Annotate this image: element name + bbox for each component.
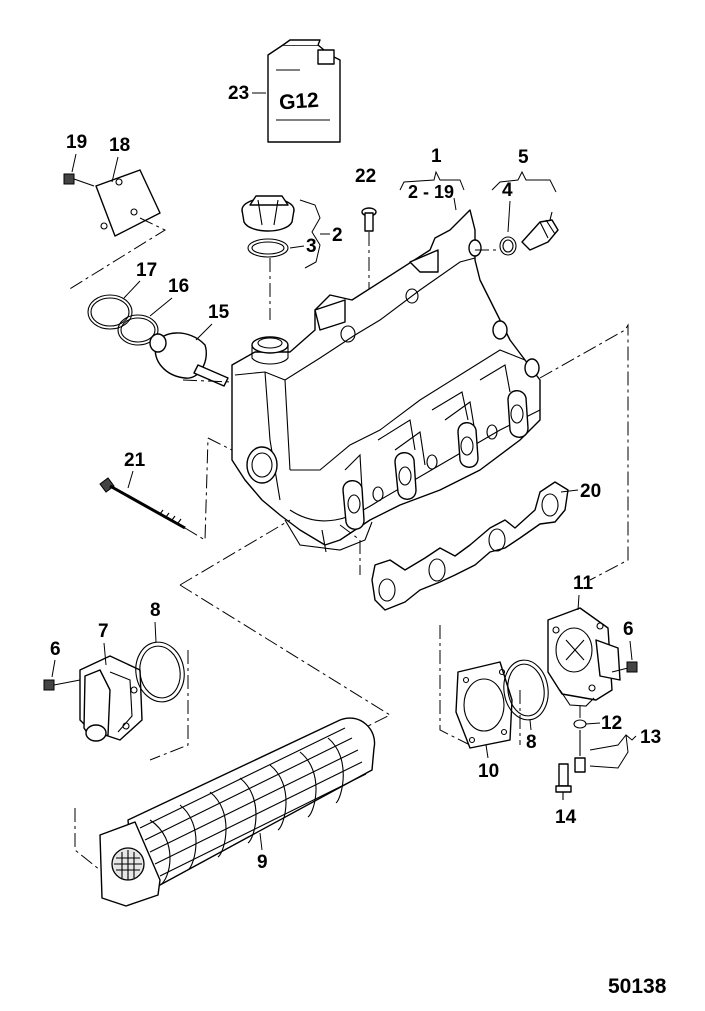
- screw-22: [361, 207, 377, 232]
- label-13: 13: [640, 727, 661, 748]
- label-20: 20: [580, 481, 601, 502]
- label-18: 18: [109, 135, 130, 156]
- bolt-6-right: [611, 661, 638, 673]
- bolt-6-left: [43, 679, 81, 691]
- label-15: 15: [208, 302, 230, 323]
- label-12: 12: [601, 713, 622, 734]
- end-housing-11: [547, 607, 621, 707]
- coolant-canister: G12: [267, 39, 341, 143]
- label-14: 14: [555, 807, 577, 828]
- label-19: 19: [66, 132, 87, 153]
- sensor-14: [555, 763, 572, 800]
- drain-plug-13: [574, 730, 586, 773]
- cap-seal: [247, 238, 289, 258]
- o-ring-8-right: [503, 659, 549, 721]
- sensor-15: [149, 332, 229, 387]
- label-22: 22: [355, 166, 376, 187]
- retaining-ring-17: [87, 294, 133, 330]
- canister-label: G12: [278, 89, 319, 115]
- gasket-10: [455, 661, 513, 749]
- exhaust-manifold: [231, 209, 541, 553]
- cover-plate: [95, 169, 161, 237]
- screw-19: [63, 173, 95, 187]
- label-10: 10: [478, 761, 499, 782]
- label-6-right: 6: [623, 619, 634, 640]
- end-cover-7: [79, 655, 143, 742]
- exhaust-gasket-20: [371, 481, 569, 611]
- temperature-sender-5: [521, 211, 559, 251]
- o-ring-8-left: [135, 641, 185, 703]
- label-2: 2: [332, 225, 343, 246]
- label-4: 4: [502, 180, 513, 201]
- filler-cap: [241, 195, 295, 232]
- label-1: 1: [431, 146, 442, 167]
- label-16: 16: [168, 276, 189, 297]
- label-8-right: 8: [526, 732, 537, 753]
- label-23: 23: [228, 83, 249, 104]
- label-3: 3: [306, 236, 317, 257]
- long-bolt-21: [99, 477, 186, 530]
- label-9: 9: [257, 852, 268, 873]
- label-5: 5: [518, 147, 529, 168]
- label-1-range: 2 - 19: [408, 182, 454, 202]
- seal-ring-4: [499, 236, 517, 256]
- label-21: 21: [124, 450, 146, 471]
- label-6-left: 6: [50, 639, 61, 660]
- seal-ring-12: [573, 719, 587, 729]
- label-11: 11: [573, 573, 594, 594]
- o-ring-16: [117, 314, 159, 346]
- label-8-left: 8: [150, 600, 161, 621]
- figure-number: 50138: [608, 975, 667, 998]
- label-17: 17: [136, 260, 157, 281]
- heat-exchanger-core-9: [99, 717, 376, 907]
- label-7: 7: [98, 621, 109, 642]
